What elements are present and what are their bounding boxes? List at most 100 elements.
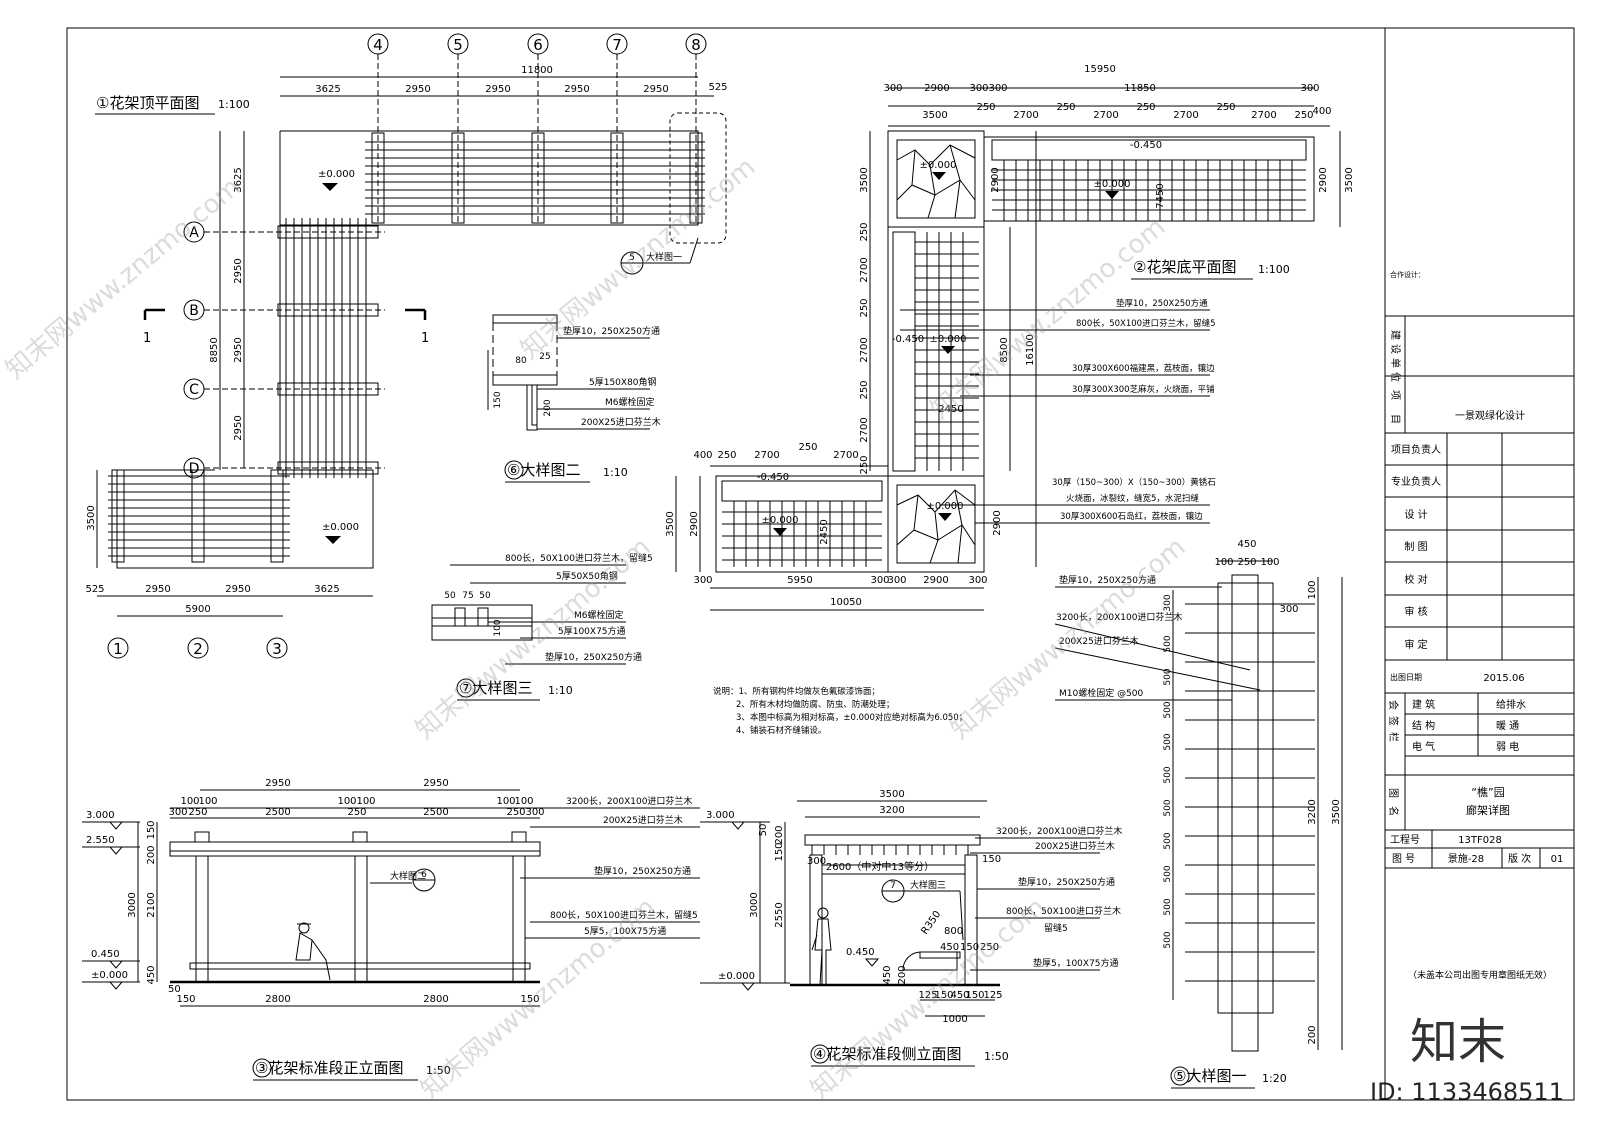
floor-plan-title: ②花架底平面图: [1133, 258, 1236, 276]
d5-right-100: 100: [1307, 580, 1318, 599]
fp-bottop-250b: 250: [798, 442, 817, 453]
dim-3625-left: 3625: [233, 167, 244, 192]
e3-levels: 3.000 2.550 0.450 ±0.000: [82, 810, 140, 990]
e4-callout: 7 大样图三: [881, 879, 964, 941]
fp-bot-300a: 300: [693, 575, 712, 586]
axis-label-C: C: [189, 382, 199, 398]
e4-note-1: 3200长，200X100进口芬兰木: [996, 825, 1122, 837]
fp-bottop-250a: 250: [717, 450, 736, 461]
e4-dim-3500: 3500: [879, 789, 904, 800]
d5-left-500j: 500: [1163, 931, 1173, 948]
e3-dim-100e: 100: [496, 796, 515, 807]
e4-inner-2600: 2600（中对中13等分）: [826, 860, 934, 873]
dim-5900-bottom: 5900: [185, 604, 210, 615]
axis-label-8: 8: [691, 36, 701, 54]
note-line-2: 2、所有木材均做防腐、防虫、防潮处理；: [736, 699, 894, 710]
fp-bot-300d: 300: [968, 575, 987, 586]
fp-note-6: 火烧面，冰裂纹，缝宽5，水泥扫缝: [1066, 493, 1199, 504]
tb-staff-5: 校 对: [1404, 573, 1427, 586]
dim-525-bottom: 525: [85, 584, 104, 595]
dim-2950-b: 2950: [485, 84, 510, 95]
tb-project-label: 项目: [1389, 390, 1401, 438]
dim-t2-2700d: 2700: [1251, 110, 1276, 121]
e3-dim-100c: 100: [337, 796, 356, 807]
front-elevation-scale: 1:50: [426, 1064, 451, 1077]
d7-note-5: 垫厚10，250X250方通: [545, 651, 642, 663]
floor-plan-bottom-dims: 400 250 2700 250 2700 300 5950 300 300 2…: [665, 442, 988, 611]
tb-sign-3a: 电 气: [1412, 740, 1435, 753]
d5-left-500h: 500: [1163, 865, 1173, 882]
tb-sign-label: 会签栏: [1387, 700, 1400, 748]
top-wing-joists: [365, 112, 727, 244]
axis-bubbles-top: 4 5 6 7 8: [367, 33, 707, 225]
tb-coop: 合作设计：: [1390, 270, 1425, 279]
tb-staff-7: 审 定: [1404, 638, 1427, 651]
e3-dim-250c: 250: [506, 807, 525, 818]
dim-t2-400: 400: [1312, 106, 1331, 117]
fp-level-5: ±0.000: [929, 334, 966, 345]
d5-top-450: 450: [1237, 539, 1256, 550]
d7-dim-50b: 50: [479, 591, 491, 601]
e3-left-2100: 2100: [146, 892, 157, 917]
fp-bot-2900: 2900: [923, 575, 948, 586]
tb-sheet-label: 图 号: [1392, 853, 1415, 865]
e3-dim-100d: 100: [356, 796, 375, 807]
tb-drawing-name-1: “樵”园: [1471, 785, 1504, 799]
front-elevation-title: ③花架标准段正立面图: [255, 1059, 403, 1077]
fp-side-8500: 8500: [999, 337, 1010, 362]
tb-staff-4: 制 图: [1404, 540, 1427, 553]
tb-proj-no-label: 工程号: [1390, 834, 1420, 846]
d7-dim-50a: 50: [444, 591, 456, 601]
fp-side-250a: 250: [859, 222, 870, 241]
d5-left-500c: 500: [1163, 701, 1173, 718]
e3-bot-2800b: 2800: [423, 994, 448, 1005]
dim-t2-250a: 250: [976, 102, 995, 113]
tb-drawing-name-2: 廊架详图: [1466, 803, 1510, 817]
e3-dim-250a: 250: [188, 807, 207, 818]
dim-t1-300b: 300: [969, 83, 988, 94]
e3-dim-300b: 300: [525, 807, 544, 818]
e4-callout-num: 7: [890, 881, 896, 891]
floor-plan-top-dims: 15950 300 2900 300 300 11850 300 3500 25…: [883, 64, 1332, 127]
note-line-1: 说明：1、所有钢构件均做灰色氟碳漆饰面；: [713, 686, 880, 697]
e3-note-1: 3200长，200X100进口芬兰木: [566, 795, 692, 807]
d6-dim-150: 150: [493, 391, 503, 408]
floor-plan-scale: 1:100: [1258, 263, 1290, 276]
fp-note-3: 30厚300X600福建黑，荔枝面，镶边: [1072, 363, 1215, 374]
d7-dim-100: 100: [493, 619, 503, 636]
title-block: 合作设计： 建设单位 项目 一景观绿化设计 项目负责人 专业负责人 设 计 制 …: [1385, 270, 1574, 981]
e4-bot-450: 450: [950, 990, 969, 1001]
e3-left-3000: 3000: [127, 892, 138, 917]
dim-t2-2700c: 2700: [1173, 110, 1198, 121]
e4-inner-250: 250: [980, 942, 999, 953]
side-wing-joists: [277, 218, 379, 478]
e4-side-50: 50: [758, 824, 769, 837]
d7-note-2: 5厚50X50角钢: [556, 570, 618, 582]
dim-t2-2700a: 2700: [1013, 110, 1038, 121]
axis-label-4: 4: [373, 36, 383, 54]
d5-left-500b: 500: [1163, 668, 1173, 685]
tb-sign-2a: 结 构: [1412, 719, 1435, 732]
fp-bot-300b: 300: [870, 575, 889, 586]
d5-right-200: 200: [1307, 1025, 1318, 1044]
axis-label-B: B: [189, 303, 199, 319]
section-mark-left: 1: [143, 331, 151, 346]
e3-level-3000: 3.000: [86, 810, 115, 821]
roof-level-2: ±0.000: [322, 522, 359, 533]
axis-label-6: 6: [533, 36, 543, 54]
fp-side-2700b: 2700: [859, 337, 870, 362]
d6-note-1: 垫厚10，250X250方通: [563, 325, 660, 337]
e4-bot-125a: 125: [918, 990, 937, 1001]
d6-dim-80: 80: [515, 356, 527, 366]
fp-bottop-400: 400: [693, 450, 712, 461]
e3-level-0450: 0.450: [91, 949, 120, 960]
roof-plan-title: ①花架顶平面图: [96, 94, 199, 112]
detail-6-scale: 1:10: [603, 466, 628, 479]
e4-bot-1000: 1000: [942, 1014, 967, 1025]
d5-top-250: 250: [1237, 557, 1256, 568]
note-line-4: 4、铺装石材齐缝铺设。: [736, 725, 826, 736]
d7-note-1: 800长，50X100进口芬兰木，留缝5: [505, 552, 653, 564]
e4-level-3000: 3.000: [706, 810, 735, 821]
d5-top-100a: 100: [1214, 557, 1233, 568]
fp-inner-2450-b: 2450: [819, 519, 830, 544]
